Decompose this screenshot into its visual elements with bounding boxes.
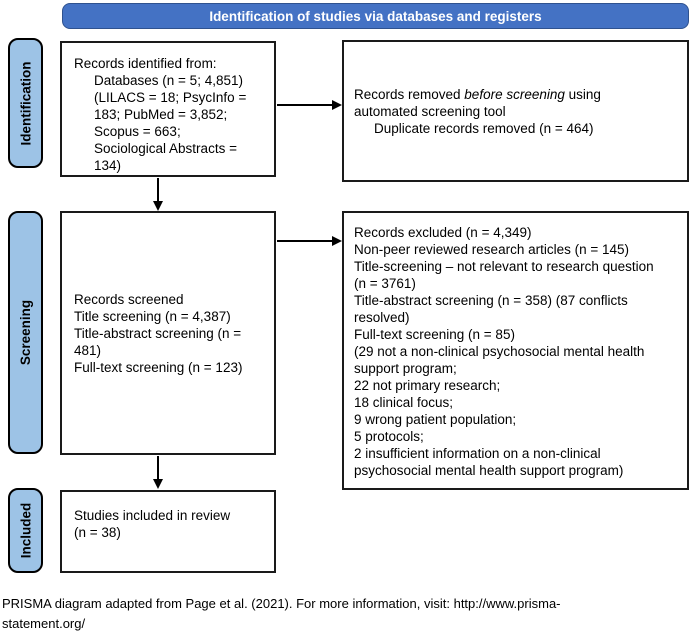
arrow-identified-to-removed-line (277, 104, 333, 106)
text-line: resolved) (354, 310, 410, 325)
arrow-identified-to-screened-head (153, 201, 163, 211)
removed-line1-italic: before screening (464, 86, 565, 102)
text-line: (n = 3761) (354, 276, 416, 291)
text-line: Title-abstract screening (n = 358) (87 c… (354, 293, 628, 308)
text-line: 134) (94, 158, 122, 173)
text-line: Title screening (n = 4,387) (74, 308, 231, 324)
arrow-screened-to-included-head (153, 479, 163, 489)
text-line: Records removed before screening using (354, 86, 679, 103)
text-line: Records excluded (n = 4,349) (354, 225, 532, 240)
text-line: automated screening tool (354, 103, 506, 119)
text-line: 5 protocols; (354, 429, 424, 444)
text-line: (n = 38) (74, 525, 121, 540)
text-line: 481) (74, 342, 102, 358)
arrow-screened-to-excluded-line (277, 240, 333, 242)
diagram-header-banner: Identification of studies via databases … (62, 3, 689, 29)
caption-line-1: PRISMA diagram adapted from Page et al. … (2, 596, 561, 611)
text-line: Full-text screening (n = 85) (354, 327, 515, 342)
stage-label-included-text: Included (18, 502, 34, 559)
caption-line-2: statement.org/ (2, 616, 86, 631)
arrow-identified-to-removed-head (332, 100, 342, 110)
text-line: Records screened (74, 291, 184, 307)
text-line: (LILACS = 18; PsycInfo = (94, 90, 247, 105)
text-line: Scopus = 663; (94, 124, 181, 139)
stage-label-included: Included (8, 488, 43, 573)
stage-label-identification: Identification (8, 38, 43, 168)
text-line: 183; PubMed = 3,852; (94, 107, 228, 122)
text-line: psychosocial mental health support progr… (354, 463, 624, 478)
box-records-excluded: Records excluded (n = 4,349) Non-peer rev… (342, 211, 689, 490)
text-line: 18 clinical focus; (354, 395, 454, 410)
diagram-title: Identification of studies via databases … (209, 8, 542, 24)
text-line: Title-abstract screening (n = (74, 325, 242, 341)
text-line: Sociological Abstracts = (94, 141, 237, 156)
removed-line1-pre: Records removed (354, 86, 465, 102)
arrow-screened-to-included-line (157, 456, 159, 480)
stage-label-identification-text: Identification (18, 61, 33, 145)
text-line: 2 insufficient information on a non-clin… (354, 446, 601, 461)
arrow-screened-to-excluded-head (332, 236, 342, 246)
box-records-identified: Records identified from: Databases (n = 5… (60, 41, 276, 177)
removed-line1-post: using (564, 86, 601, 102)
text-line: Title-screening – not relevant to resear… (354, 259, 654, 274)
text-line: Databases (n = 5; 4,851) (94, 73, 243, 88)
stage-label-screening: Screening (8, 211, 43, 454)
caption: PRISMA diagram adapted from Page et al. … (2, 594, 682, 633)
text-line: support program; (354, 361, 457, 376)
text-line: 22 not primary research; (354, 378, 501, 393)
text-line: Records identified from: (74, 56, 217, 71)
text-line: Duplicate records removed (n = 464) (374, 120, 594, 136)
stage-label-screening-text: Screening (18, 299, 33, 366)
text-line: (29 not a non-clinical psychosocial ment… (354, 344, 645, 359)
text-line: Full-text screening (n = 123) (74, 359, 243, 375)
text-line: 9 wrong patient population; (354, 412, 517, 427)
text-line: Studies included in review (74, 508, 231, 523)
box-records-removed: Records removed before screening using a… (342, 40, 689, 182)
text-line: Non-peer reviewed research articles (n =… (354, 242, 630, 257)
box-studies-included: Studies included in review (n = 38) (60, 490, 276, 573)
arrow-identified-to-screened-line (157, 178, 159, 202)
